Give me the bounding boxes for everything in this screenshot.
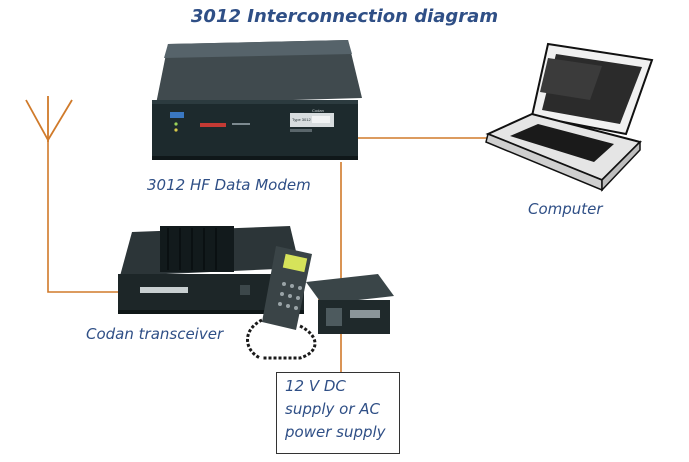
antenna-icon xyxy=(25,96,73,142)
handset-icon xyxy=(246,246,317,360)
transceiver-label: Codan transceiver xyxy=(86,325,224,343)
modem-label: 3012 HF Data Modem xyxy=(147,176,311,194)
power-supply-line-2: supply or AC xyxy=(285,400,381,418)
antenna-cable xyxy=(47,140,135,293)
junction-box xyxy=(306,274,394,334)
power-supply-line-1: 12 V DC xyxy=(285,377,346,395)
diagram-title: 3012 Interconnection diagram xyxy=(190,6,499,27)
power-supply-line-3: power supply xyxy=(285,423,386,441)
computer-label: Computer xyxy=(528,200,603,218)
modem-device xyxy=(152,40,362,160)
modem-brand-text: Codan xyxy=(312,108,324,113)
power-supply-box: 12 V DC supply or AC power supply xyxy=(276,372,400,454)
computer-icon xyxy=(485,42,654,192)
modem-model-text: Type 3012 xyxy=(292,117,311,122)
